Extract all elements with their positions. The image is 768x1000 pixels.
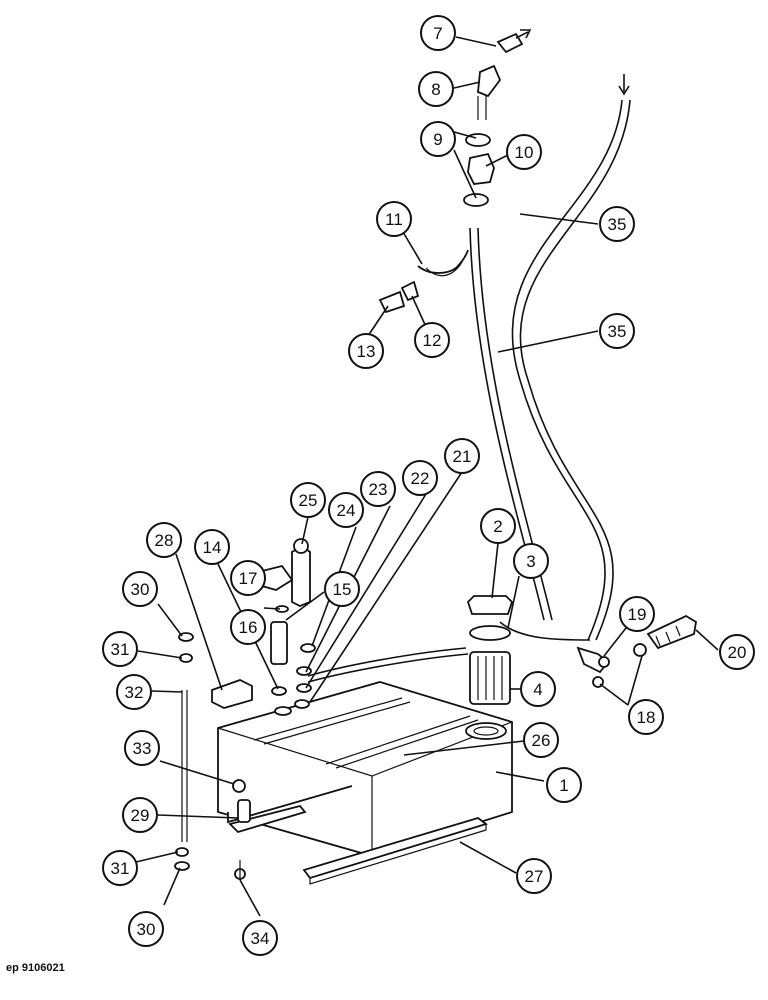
svg-text:17: 17	[239, 569, 258, 588]
filter-assembly	[466, 595, 514, 705]
callout-4: 4	[520, 671, 556, 707]
svg-text:3: 3	[526, 552, 535, 571]
callout-35-lower: 35	[599, 313, 635, 349]
svg-text:15: 15	[333, 580, 352, 599]
svg-text:29: 29	[131, 806, 150, 825]
top-fittings	[378, 29, 532, 314]
callout-35-upper: 35	[599, 206, 635, 242]
callout-23: 23	[360, 471, 396, 507]
svg-text:31: 31	[111, 640, 130, 659]
svg-text:30: 30	[131, 580, 150, 599]
svg-text:18: 18	[637, 708, 656, 727]
callout-29: 29	[122, 797, 158, 833]
callout-15: 15	[324, 571, 360, 607]
callout-2: 2	[480, 508, 516, 544]
callout-21: 21	[444, 438, 480, 474]
callout-33: 33	[124, 730, 160, 766]
callout-12: 12	[414, 322, 450, 358]
drawing-reference: ep 9106021	[6, 962, 65, 974]
svg-text:23: 23	[369, 480, 388, 499]
callout-18: 18	[628, 699, 664, 735]
callout-10: 10	[506, 134, 542, 170]
callout-27: 27	[516, 858, 552, 894]
svg-text:13: 13	[357, 342, 376, 361]
callout-24: 24	[328, 492, 364, 528]
callout-20: 20	[719, 634, 755, 670]
callout-7: 7	[420, 15, 456, 51]
callout-31-upper: 31	[102, 631, 138, 667]
svg-text:10: 10	[515, 143, 534, 162]
callout-34: 34	[242, 920, 278, 956]
svg-text:1: 1	[559, 776, 568, 795]
svg-text:25: 25	[299, 491, 318, 510]
svg-text:33: 33	[133, 739, 152, 758]
svg-text:31: 31	[111, 859, 130, 878]
svg-text:14: 14	[203, 538, 222, 557]
svg-text:26: 26	[532, 731, 551, 750]
fuel-gauge-parts	[211, 538, 469, 709]
svg-text:7: 7	[433, 24, 442, 43]
callout-13: 13	[348, 333, 384, 369]
callout-19: 19	[619, 596, 655, 632]
callout-31-lower: 31	[102, 850, 138, 886]
svg-text:16: 16	[239, 618, 258, 637]
callout-14: 14	[194, 529, 230, 565]
outlet-fittings	[576, 614, 697, 688]
callout-22: 22	[402, 460, 438, 496]
callout-30-lower: 30	[128, 911, 164, 947]
tank-strap-rod	[174, 632, 251, 880]
svg-text:19: 19	[628, 605, 647, 624]
svg-text:21: 21	[453, 447, 472, 466]
svg-text:11: 11	[385, 210, 403, 229]
callout-30-upper: 30	[122, 571, 158, 607]
svg-text:30: 30	[137, 920, 156, 939]
callout-25: 25	[290, 482, 326, 518]
svg-text:32: 32	[125, 683, 144, 702]
tank-mount-rails	[227, 785, 488, 885]
svg-text:12: 12	[423, 331, 442, 350]
svg-text:35: 35	[608, 322, 627, 341]
svg-text:28: 28	[155, 531, 174, 550]
svg-text:2: 2	[493, 517, 502, 536]
svg-text:35: 35	[608, 215, 627, 234]
leader-lines	[135, 36, 719, 917]
callout-32: 32	[116, 674, 152, 710]
svg-text:8: 8	[431, 80, 440, 99]
callout-17: 17	[230, 560, 266, 596]
svg-text:24: 24	[337, 501, 356, 520]
fuel-hoses	[469, 74, 631, 641]
svg-text:22: 22	[411, 469, 430, 488]
callout-26: 26	[523, 722, 559, 758]
svg-text:4: 4	[533, 680, 542, 699]
callout-3: 3	[513, 543, 549, 579]
callout-9: 9	[420, 121, 456, 157]
svg-text:34: 34	[251, 929, 270, 948]
svg-text:20: 20	[728, 643, 747, 662]
callout-8: 8	[418, 71, 454, 107]
callout-1: 1	[546, 767, 582, 803]
callout-28: 28	[146, 522, 182, 558]
svg-text:27: 27	[525, 867, 544, 886]
callout-16: 16	[230, 609, 266, 645]
svg-text:9: 9	[433, 130, 442, 149]
callout-11: 11	[376, 201, 412, 237]
